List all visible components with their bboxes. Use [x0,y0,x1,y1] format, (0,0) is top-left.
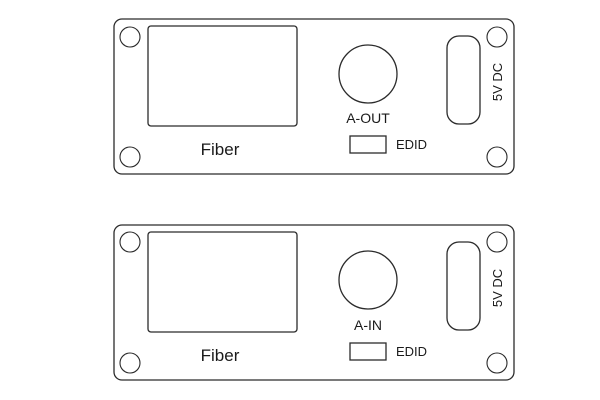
top-audio-out-jack[interactable] [338,44,398,104]
bottom-power-port[interactable] [446,241,481,331]
top-power-port[interactable] [446,35,481,125]
bottom-audio-in-jack[interactable] [338,250,398,310]
top-screw-hole-bottom-left [119,146,141,168]
bottom-edid-switch[interactable] [349,342,387,361]
top-screw-hole-bottom-right [486,146,508,168]
top-screw-hole-top-right [486,26,508,48]
bottom-power-label: 5V DC [490,269,505,307]
bottom-screw-hole-top-left [119,231,141,253]
bottom-fiber-label: Fiber [201,346,240,365]
bottom-edid-label: EDID [396,344,427,359]
top-panel: Fiber A-OUT EDID 5V DC [113,18,515,175]
top-fiber-port[interactable] [147,25,298,127]
bottom-screw-hole-bottom-right [486,352,508,374]
top-power-label: 5V DC [490,63,505,101]
top-screw-hole-top-left [119,26,141,48]
bottom-audio-in-label: A-IN [354,317,382,333]
bottom-screw-hole-bottom-left [119,352,141,374]
top-edid-label: EDID [396,137,427,152]
bottom-panel: Fiber A-IN EDID 5V DC [113,224,515,381]
top-fiber-label: Fiber [201,140,240,159]
top-audio-out-label: A-OUT [346,110,390,126]
bottom-screw-hole-top-right [486,231,508,253]
top-edid-switch[interactable] [349,135,387,154]
bottom-fiber-port[interactable] [147,231,298,333]
